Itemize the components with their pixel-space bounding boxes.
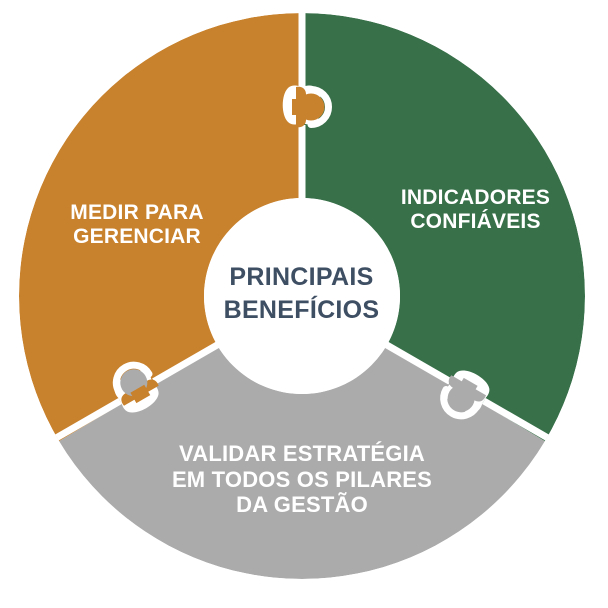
- center-hole-overlay: [204, 198, 400, 394]
- segment-group: [19, 13, 585, 579]
- connector-lower-right: [379, 338, 549, 441]
- connector-lower-left: [55, 338, 225, 441]
- connector-top: [282, 13, 332, 205]
- segment-validar-estrategia[interactable]: [19, 13, 585, 579]
